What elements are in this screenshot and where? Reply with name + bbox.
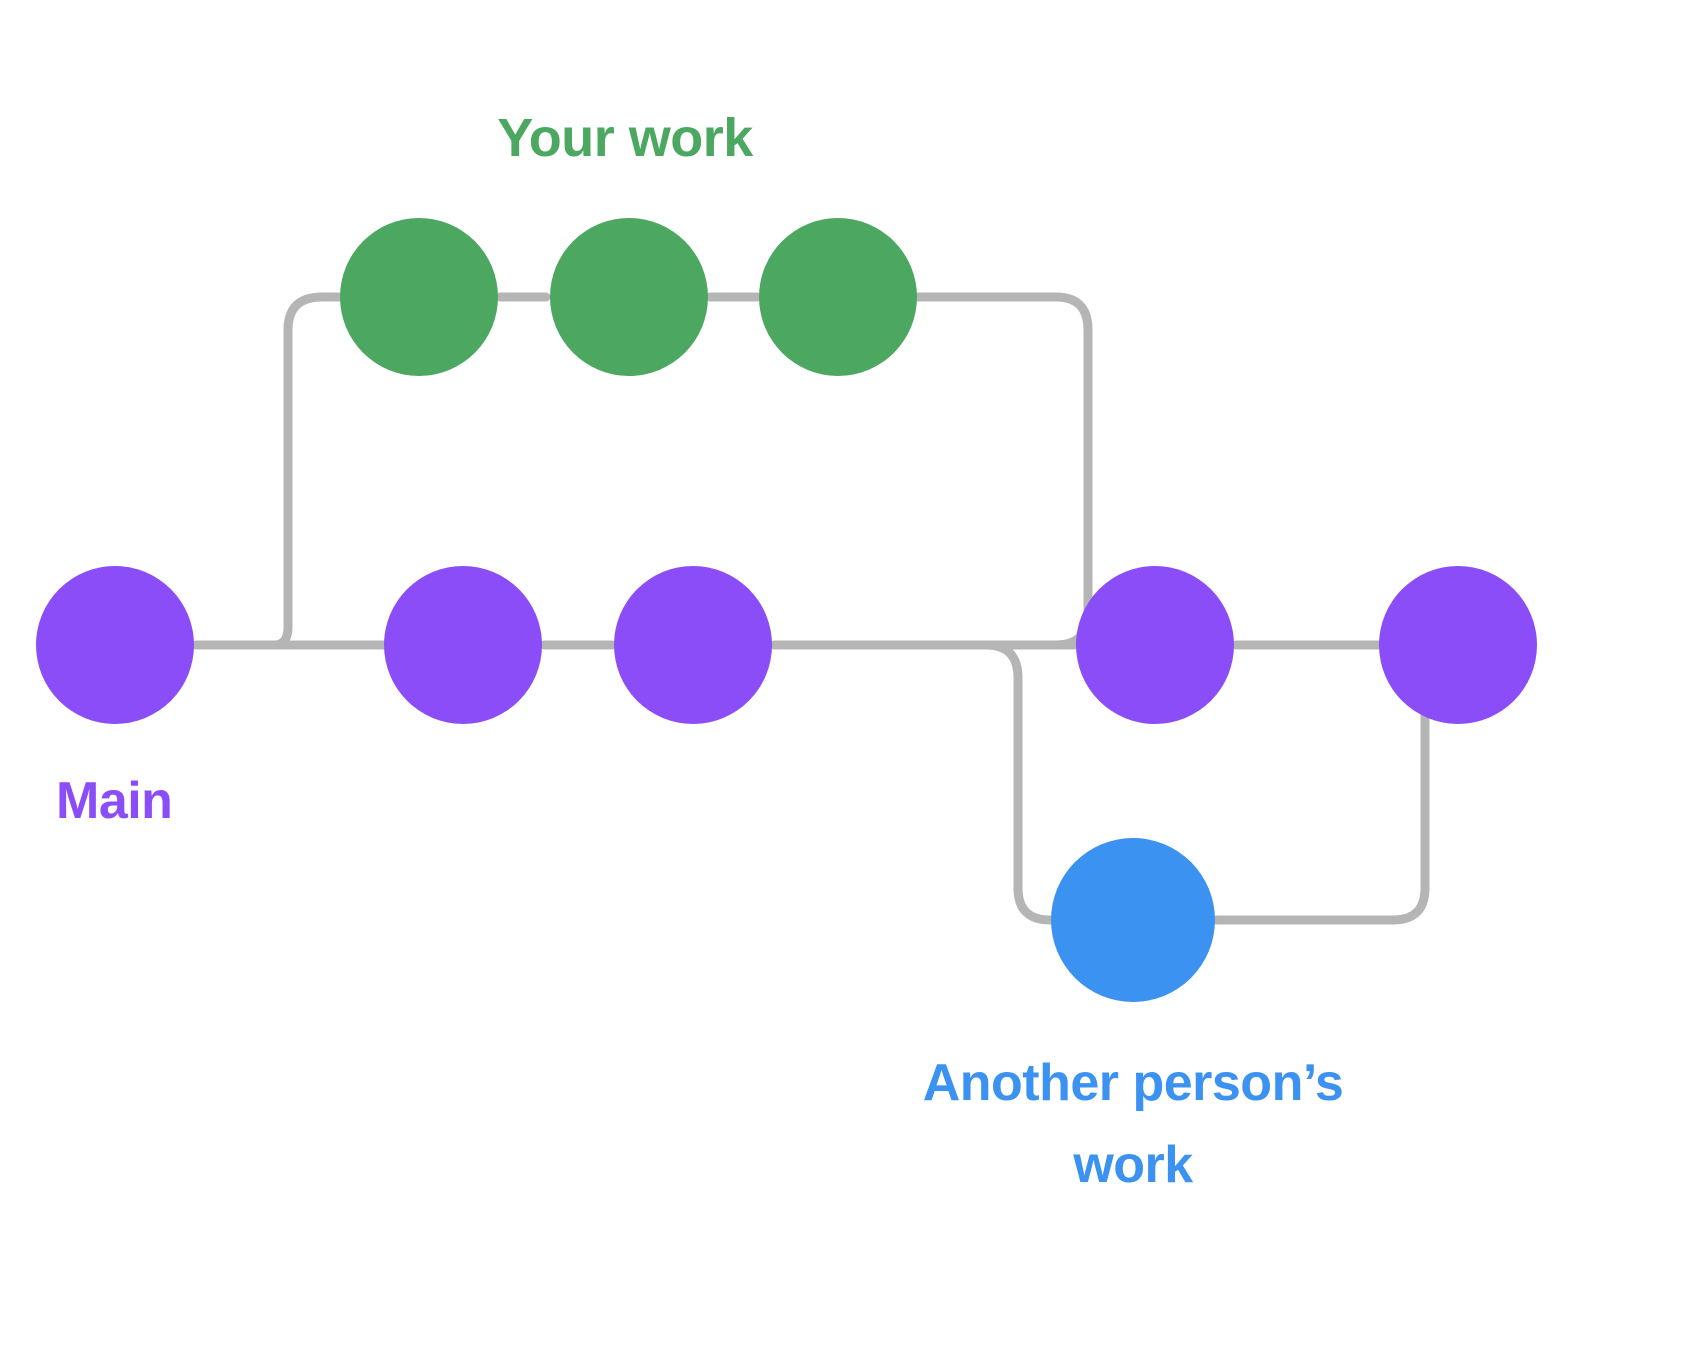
commit-node-your-work-1[interactable]	[340, 218, 498, 376]
connector-branch-out-your-work	[253, 292, 347, 650]
connector-merge-in-your-work	[913, 292, 1093, 650]
commit-node-main-3[interactable]	[614, 566, 772, 724]
branch-label-your-work: Your work	[497, 108, 754, 168]
commit-node-main-2[interactable]	[384, 566, 542, 724]
branch-label-another-person-work-line1: Another person’s	[923, 1054, 1344, 1112]
branch-label-another-person-work-line2: work	[1072, 1136, 1193, 1194]
commit-node-main-4[interactable]	[1076, 566, 1234, 724]
connector-group	[191, 292, 1430, 925]
commit-node-main-1[interactable]	[36, 566, 194, 724]
branch-label-main: Main	[56, 772, 172, 830]
node-group	[36, 218, 1537, 1002]
commit-node-other-work-1[interactable]	[1051, 838, 1215, 1002]
commit-node-your-work-2[interactable]	[550, 218, 708, 376]
commit-node-main-5[interactable]	[1379, 566, 1537, 724]
connector-branch-out-other-work	[945, 640, 1057, 925]
commit-node-your-work-3[interactable]	[759, 218, 917, 376]
label-group: Your work Main Another person’s work	[56, 108, 1344, 1194]
